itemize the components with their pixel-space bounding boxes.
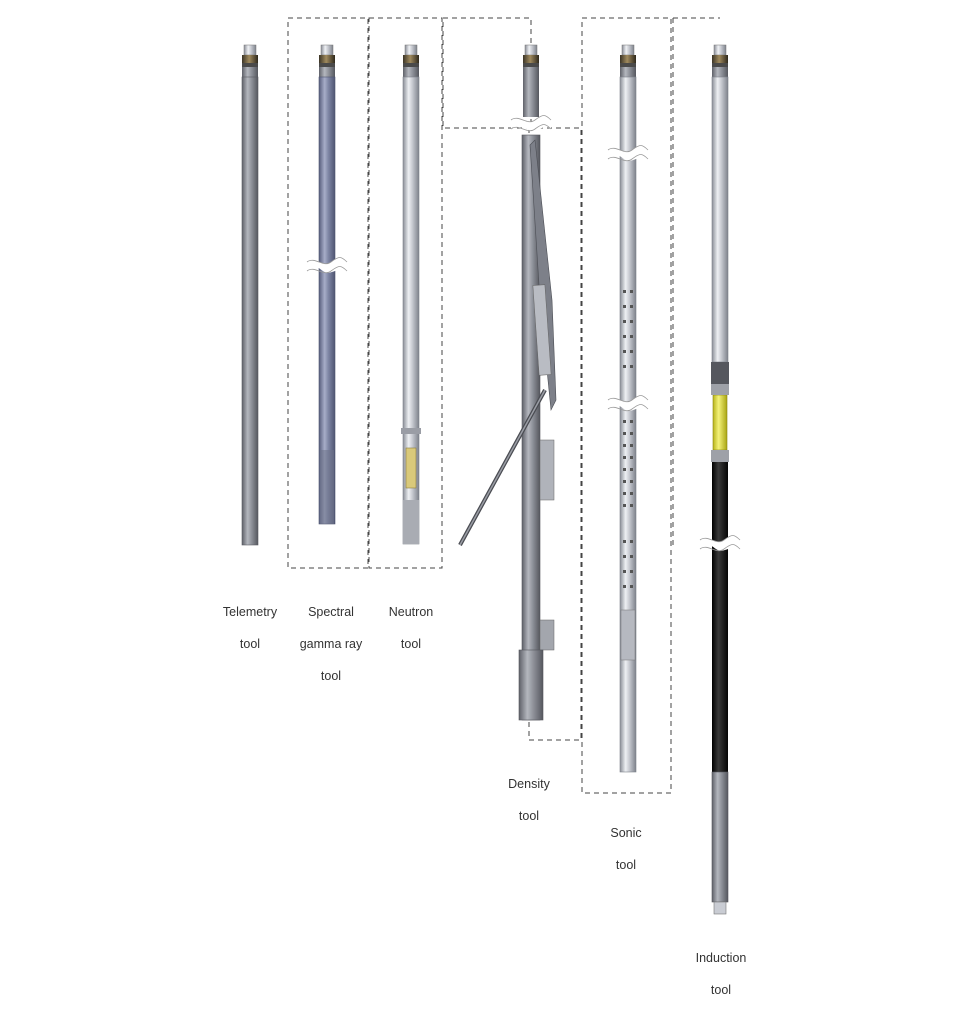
- sonic-tool: [581, 17, 672, 794]
- logging-tools-diagram: Telemetry tool Spectral gamma ray tool N…: [222, 17, 746, 997]
- induction-tool: [672, 17, 741, 915]
- sonic-receiver-array: [623, 290, 633, 588]
- telemetry-tool-label: Telemetry tool: [222, 605, 278, 651]
- induction-dashed-outline: [672, 17, 720, 548]
- sonic-tool-label: Sonic tool: [610, 826, 642, 872]
- spectral-gamma-ray-tool: [287, 17, 369, 569]
- telemetry-tool: [241, 44, 259, 546]
- spectral-dashed-outline: [287, 17, 369, 569]
- spectral-gamma-ray-tool-label: Spectral gamma ray tool: [299, 605, 363, 683]
- density-tool: [442, 17, 582, 741]
- neutron-dashed-outline: [368, 17, 443, 569]
- neutron-tool-label: Neutron tool: [388, 605, 434, 651]
- neutron-tool: [368, 17, 443, 569]
- induction-tool-label: Induction tool: [695, 951, 747, 997]
- tools-illustration: [241, 17, 741, 915]
- density-tool-label: Density tool: [508, 777, 550, 823]
